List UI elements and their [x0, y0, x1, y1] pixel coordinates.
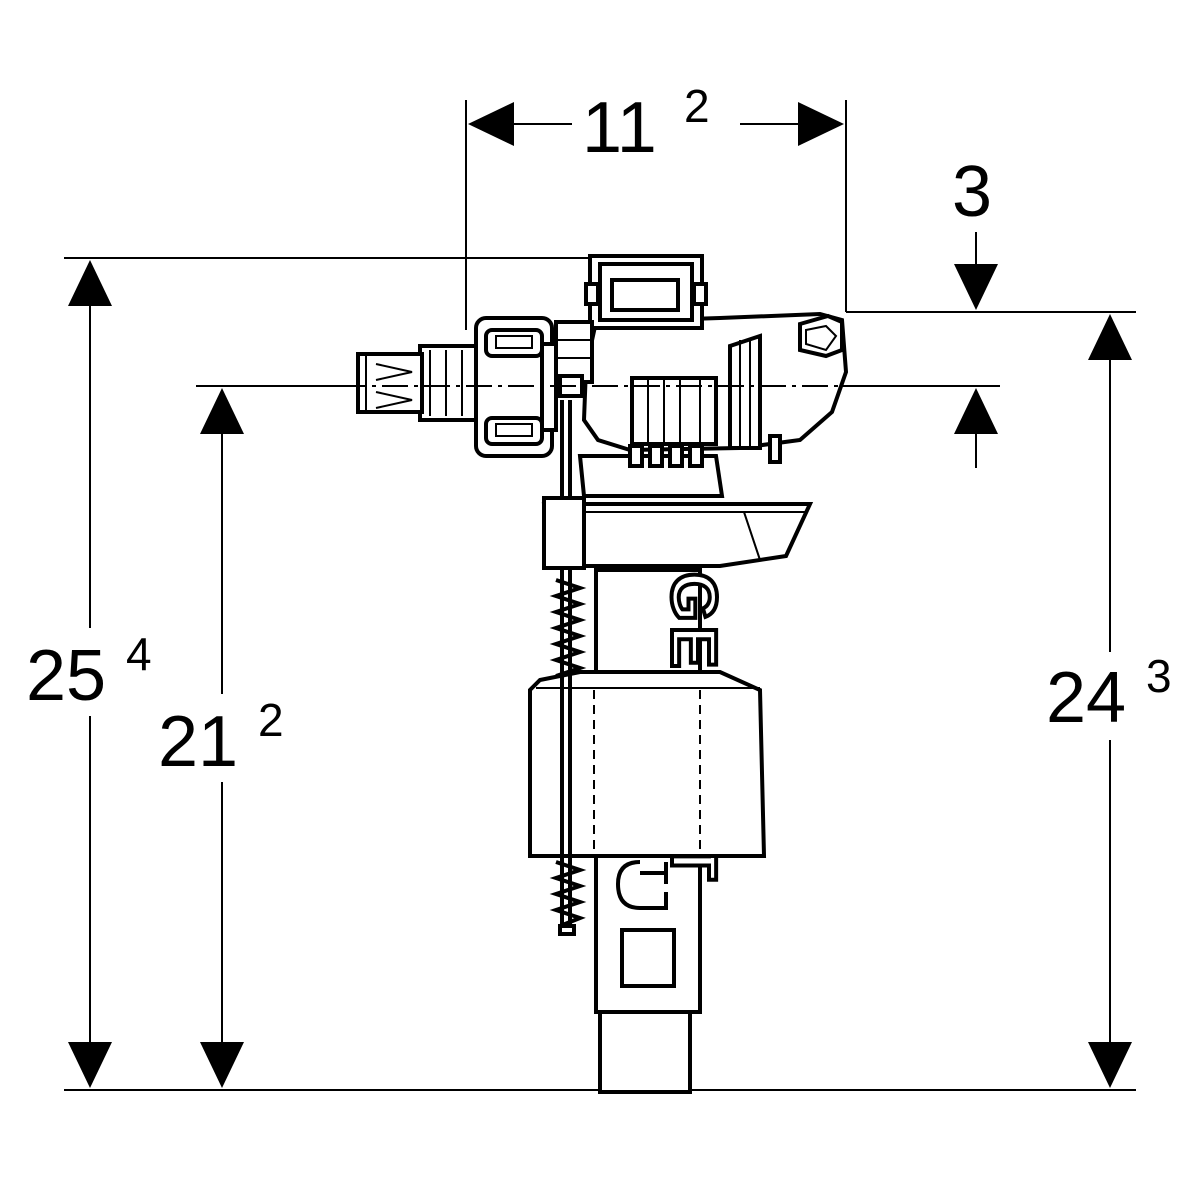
dimension-top-width-sup: 2: [684, 80, 710, 132]
dimension-left-outer: 25 4: [26, 260, 152, 1088]
dimension-left-inner-value: 21: [158, 702, 238, 782]
dimension-left-outer-sup: 4: [126, 628, 152, 680]
arrowhead-right: [798, 102, 844, 146]
arrowhead-up: [1088, 314, 1132, 360]
dimension-top-offset: 3: [952, 152, 998, 468]
dimension-top-offset-value: 3: [952, 152, 992, 232]
logo-square: [620, 928, 676, 988]
dimension-right-sup: 3: [1146, 650, 1172, 702]
g-logo-icon: [615, 860, 668, 910]
valve-fins: [728, 333, 762, 450]
lower-spring: [549, 860, 587, 928]
arrowhead-down: [200, 1042, 244, 1088]
arrowhead-left: [468, 102, 514, 146]
dimension-top-width: 11 2: [468, 80, 844, 168]
arrowhead-down: [68, 1042, 112, 1088]
arrowhead-up: [200, 388, 244, 434]
adjustment-spring: [549, 578, 587, 678]
arrowhead-down: [1088, 1042, 1132, 1088]
dimension-right-value: 24: [1046, 658, 1126, 738]
arrowhead-up: [68, 260, 112, 306]
arrowhead-up: [954, 388, 998, 434]
dimension-right: 24 3: [1046, 314, 1172, 1088]
connector-block: [554, 320, 594, 384]
threaded-inlet: [356, 352, 424, 414]
arrowhead-down: [954, 264, 998, 310]
rod-clip: [542, 496, 586, 570]
fill-valve: GEBERIT: [340, 254, 850, 1094]
dimension-left-inner-sup: 2: [258, 694, 284, 746]
float-body: [528, 670, 767, 858]
dimension-left-outer-value: 25: [26, 636, 106, 716]
dimension-top-width-value: 11: [582, 88, 657, 168]
dimension-left-inner: 21 2: [158, 388, 284, 1088]
outlet-stem: [598, 1008, 692, 1094]
inlet-body: [418, 344, 478, 422]
